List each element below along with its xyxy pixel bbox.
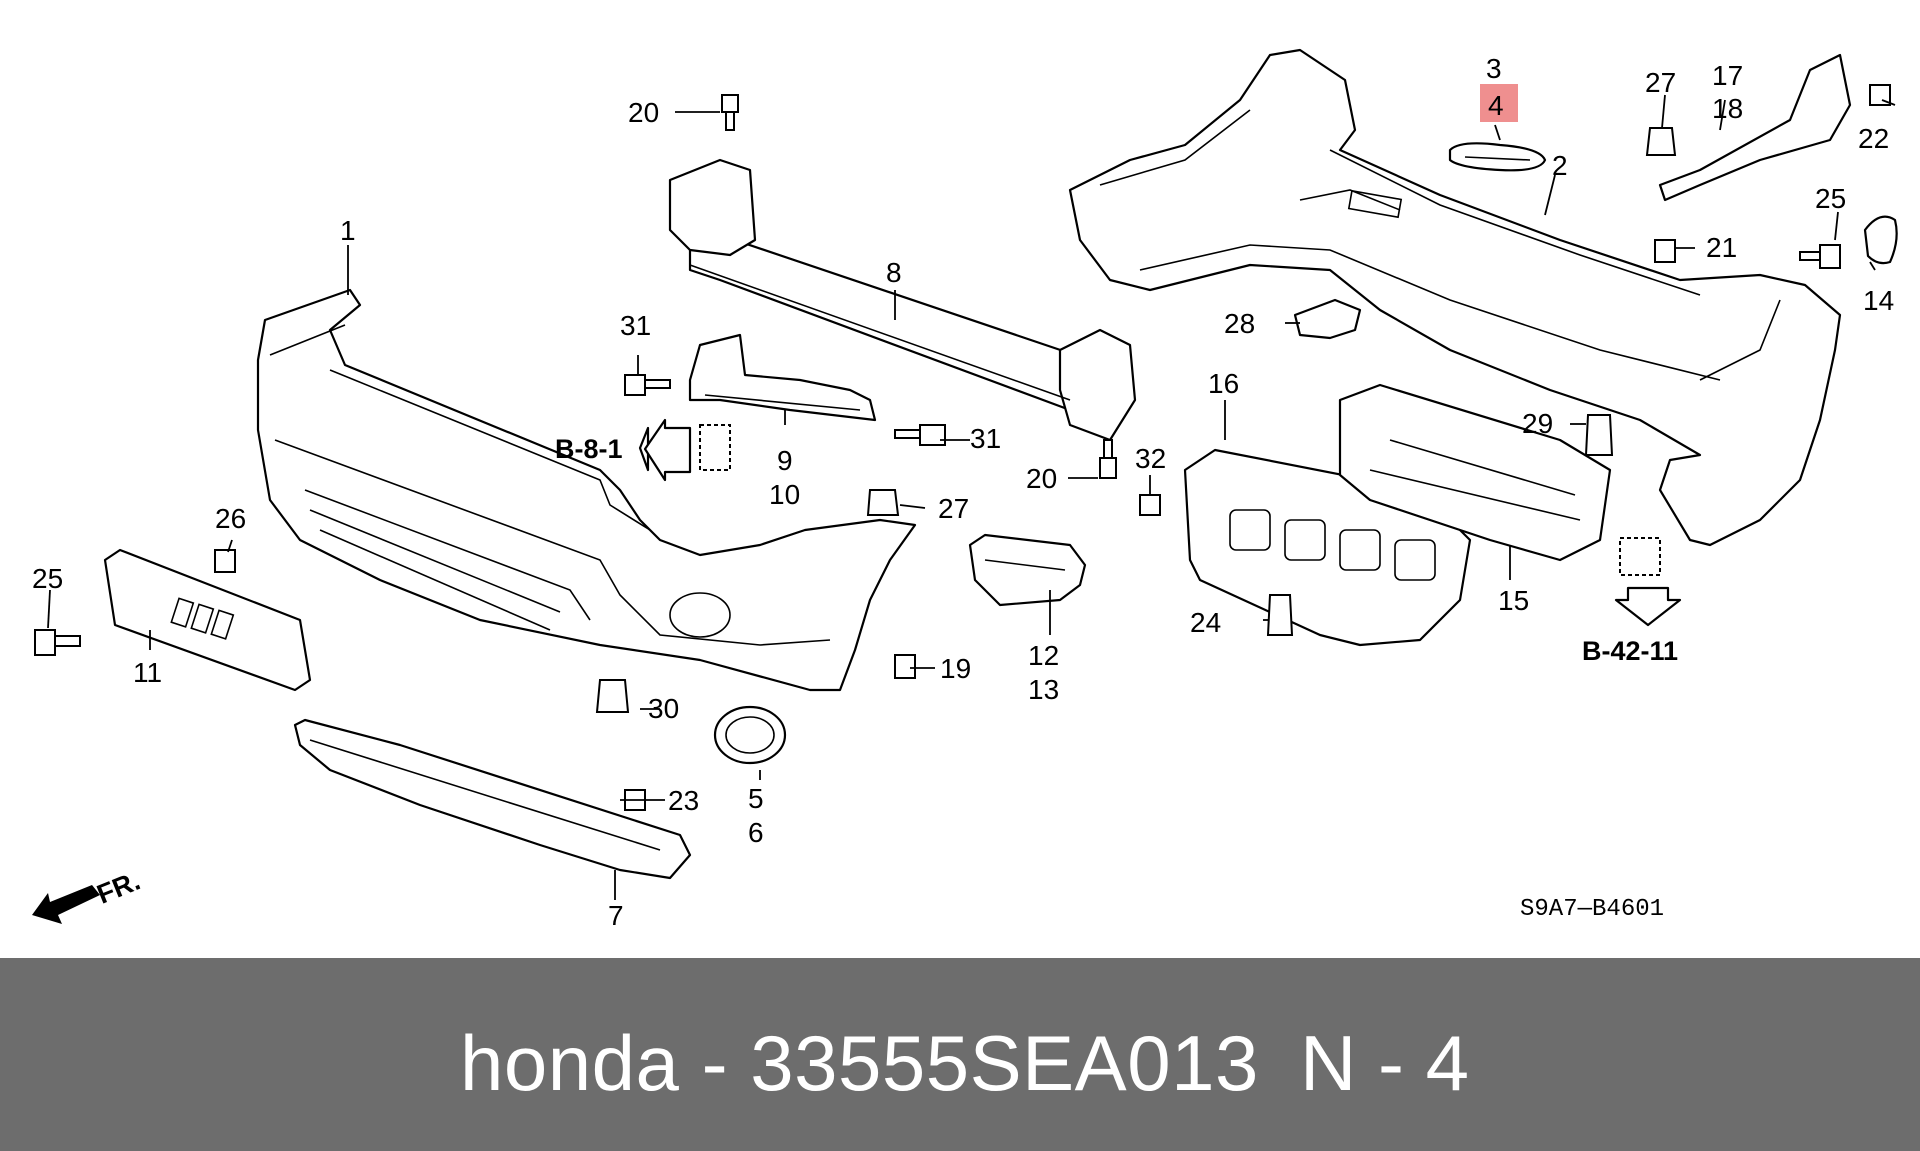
front-direction-arrow-icon <box>32 885 100 924</box>
front-bumper-part <box>256 288 917 692</box>
bolt-31-right <box>894 424 946 446</box>
callout-10: 10 <box>769 479 800 510</box>
footer-bar <box>0 958 1920 1151</box>
bolt-25-left <box>34 629 81 656</box>
callout-31-right: 31 <box>970 423 1001 454</box>
callout-32: 32 <box>1135 443 1166 474</box>
emblem-part <box>1448 142 1547 172</box>
absorber-right-part <box>1338 383 1612 562</box>
screw-19 <box>894 654 916 679</box>
side-bracket-12-part <box>968 533 1087 607</box>
rear-bumper-part <box>1068 48 1842 547</box>
footer-part-ref: N - 4 <box>1300 1019 1470 1107</box>
callout-23: 23 <box>668 785 699 816</box>
callout-17: 17 <box>1712 60 1743 91</box>
direction-label: FR. <box>93 866 145 910</box>
callout-16: 16 <box>1208 368 1239 399</box>
callout-4: 4 <box>1488 90 1504 121</box>
nut-square-left <box>699 424 731 471</box>
bolt-20-top <box>721 94 739 131</box>
callout-27-left: 27 <box>938 493 969 524</box>
callout-25-left: 25 <box>32 563 63 594</box>
callout-12: 12 <box>1028 640 1059 671</box>
clip-27-right <box>1645 127 1677 156</box>
clip-cover-part <box>1863 215 1898 265</box>
bolt-20-mid <box>1099 439 1117 479</box>
callout-2: 2 <box>1552 150 1568 181</box>
callout-5: 5 <box>748 783 764 814</box>
callout-7: 7 <box>608 900 624 931</box>
front-beam-part <box>668 158 1137 442</box>
callout-21: 21 <box>1706 232 1737 263</box>
callout-14: 14 <box>1863 285 1894 316</box>
reference-arrow-right <box>1614 586 1682 627</box>
callout-20-mid: 20 <box>1026 463 1057 494</box>
bolt-22 <box>1869 84 1891 106</box>
parts-diagram: 1 2 3 4 5 6 7 8 9 10 11 12 13 14 15 16 1… <box>32 48 1898 931</box>
fasteners <box>34 84 1891 811</box>
bolt-31-left <box>624 374 671 396</box>
callout-18: 18 <box>1712 93 1743 124</box>
callout-19: 19 <box>940 653 971 684</box>
callout-6: 6 <box>748 817 764 848</box>
bolt-25-right <box>1799 244 1841 269</box>
reference-right: B-42-11 <box>1582 636 1678 666</box>
callout-11: 11 <box>133 657 162 688</box>
callout-22: 22 <box>1858 123 1889 154</box>
callout-26: 26 <box>215 503 246 534</box>
nut-square-right <box>1619 537 1661 576</box>
clip-29 <box>1584 414 1614 456</box>
highlight-box <box>1480 84 1518 122</box>
callout-8: 8 <box>886 257 902 288</box>
clip-24 <box>1266 594 1294 636</box>
clip-30 <box>595 679 630 713</box>
callout-20-top: 20 <box>628 97 659 128</box>
clip-27-left <box>866 489 900 516</box>
callout-28: 28 <box>1224 308 1255 339</box>
reference-arrow-left <box>638 418 692 482</box>
fog-ring-part <box>713 705 787 765</box>
rear-bracket-part <box>1658 53 1852 202</box>
callout-numbers: 1 2 3 4 5 6 7 8 9 10 11 12 13 14 15 16 1… <box>32 53 1894 931</box>
footer-title: honda - 33555SEA013 <box>460 1019 1259 1107</box>
bolt-21 <box>1654 239 1676 263</box>
screw-32 <box>1139 494 1161 516</box>
callout-25-right: 25 <box>1815 183 1846 214</box>
leader-lines <box>47 94 1896 900</box>
reference-left: B-8-1 <box>555 434 623 464</box>
callout-13: 13 <box>1028 674 1059 705</box>
callout-29: 29 <box>1522 408 1553 439</box>
socket-28-part <box>1293 298 1362 340</box>
clip-26 <box>214 549 236 573</box>
callout-31-left: 31 <box>620 310 651 341</box>
license-bracket-part <box>103 548 312 692</box>
side-bracket-9-part <box>688 333 877 422</box>
callout-3: 3 <box>1486 53 1502 84</box>
callout-24: 24 <box>1190 607 1221 638</box>
callout-1: 1 <box>340 215 356 246</box>
callout-30: 30 <box>648 693 679 724</box>
diagram-code: S9A7—B4601 <box>1520 896 1664 923</box>
lower-spoiler-part <box>293 718 692 880</box>
callout-27-right: 27 <box>1645 67 1676 98</box>
callout-15: 15 <box>1498 585 1529 616</box>
callout-9: 9 <box>777 445 793 476</box>
